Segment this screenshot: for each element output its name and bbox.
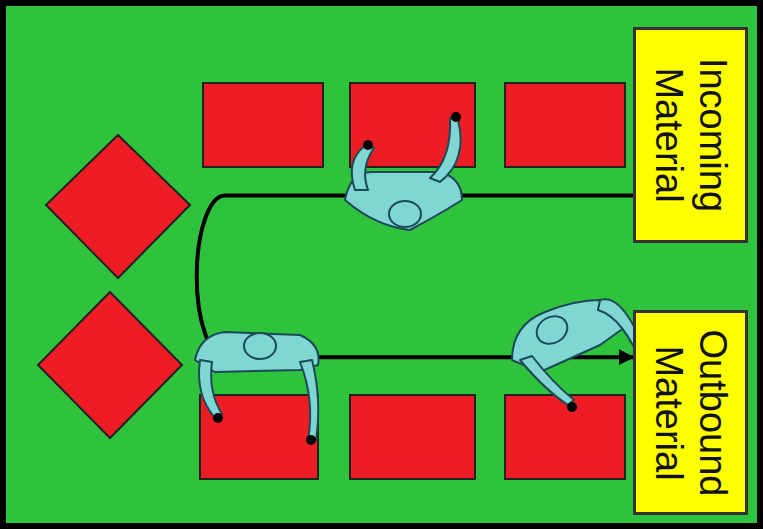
- machine: [350, 395, 475, 479]
- machine: [203, 83, 323, 167]
- machine: [505, 395, 625, 479]
- machine-diamond: [46, 135, 190, 278]
- worker: [195, 332, 319, 445]
- machine: [505, 83, 625, 167]
- machine-diamond: [38, 292, 182, 438]
- box-label: Incoming Material: [647, 34, 735, 236]
- material-box: Outbound Material: [633, 310, 748, 515]
- box-label: Outbound Material: [647, 317, 735, 508]
- material-box: Incoming Material: [633, 27, 748, 243]
- worker: [345, 112, 462, 230]
